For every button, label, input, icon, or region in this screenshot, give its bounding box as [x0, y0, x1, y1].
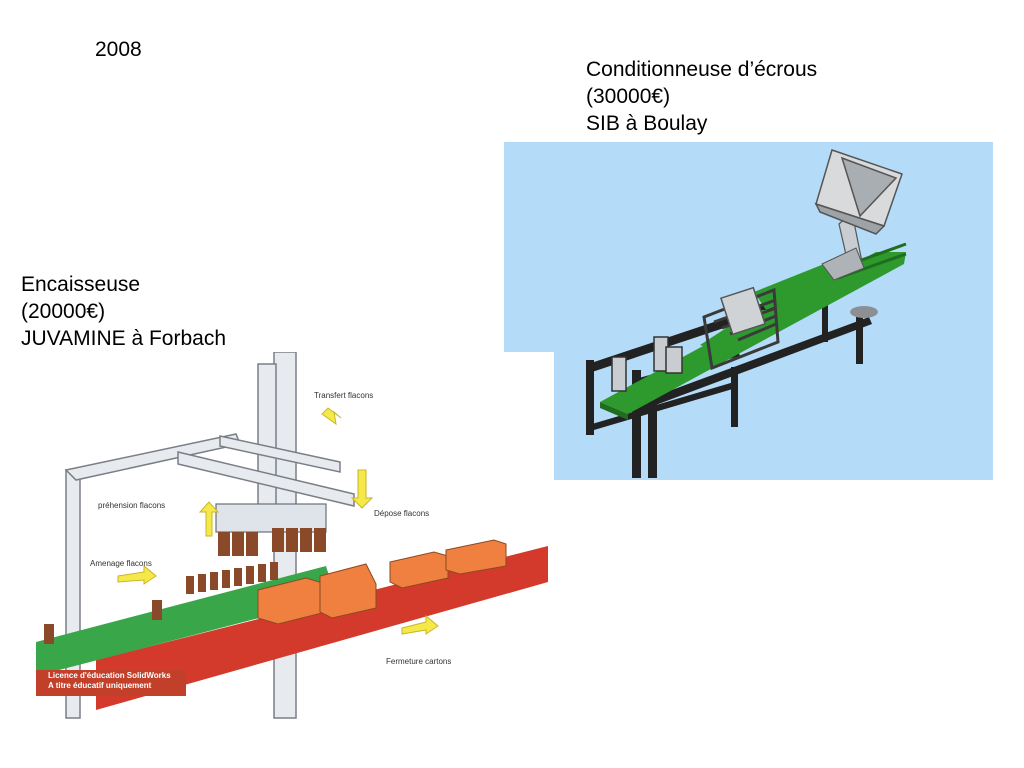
flow-arrows — [117, 407, 439, 635]
machine-left-name: Encaisseuse — [21, 273, 141, 296]
label-prehension: préhension flacons — [98, 501, 165, 510]
nut-packaging-machine-image — [504, 142, 993, 480]
gripper-head — [215, 503, 327, 556]
watermark-line-2: A titre éducatif uniquement — [48, 681, 152, 690]
machine-right-name: Conditionneuse d’écrous — [586, 58, 818, 81]
label-transfert: Transfert flacons — [314, 391, 373, 400]
bottles — [44, 562, 278, 644]
machine-right-company: SIB à Boulay — [586, 112, 708, 135]
machine-left-caption: Encaisseuse (20000€) JUVAMINE à Forbach — [21, 271, 226, 352]
machine-right-price: (30000€) — [586, 85, 671, 108]
watermark-band — [36, 670, 186, 696]
case-packer-image: Transfert flacons préhension flacons Dép… — [36, 351, 554, 724]
label-fermeture: Fermeture cartons — [386, 657, 451, 666]
machine-left-price: (20000€) — [21, 300, 106, 323]
machine-left-company: JUVAMINE à Forbach — [21, 327, 227, 350]
cartons — [257, 539, 507, 625]
label-depose: Dépose flacons — [374, 509, 429, 518]
hopper — [814, 149, 903, 235]
actuators — [611, 336, 683, 392]
machine-right-caption: Conditionneuse d’écrous (30000€) SIB à B… — [586, 56, 817, 137]
conveyor-red — [96, 546, 548, 710]
label-amenage: Amenage flacons — [90, 559, 152, 568]
watermark-line-1: Licence d'éducation SolidWorks — [48, 671, 171, 680]
year-label: 2008 — [95, 38, 142, 61]
